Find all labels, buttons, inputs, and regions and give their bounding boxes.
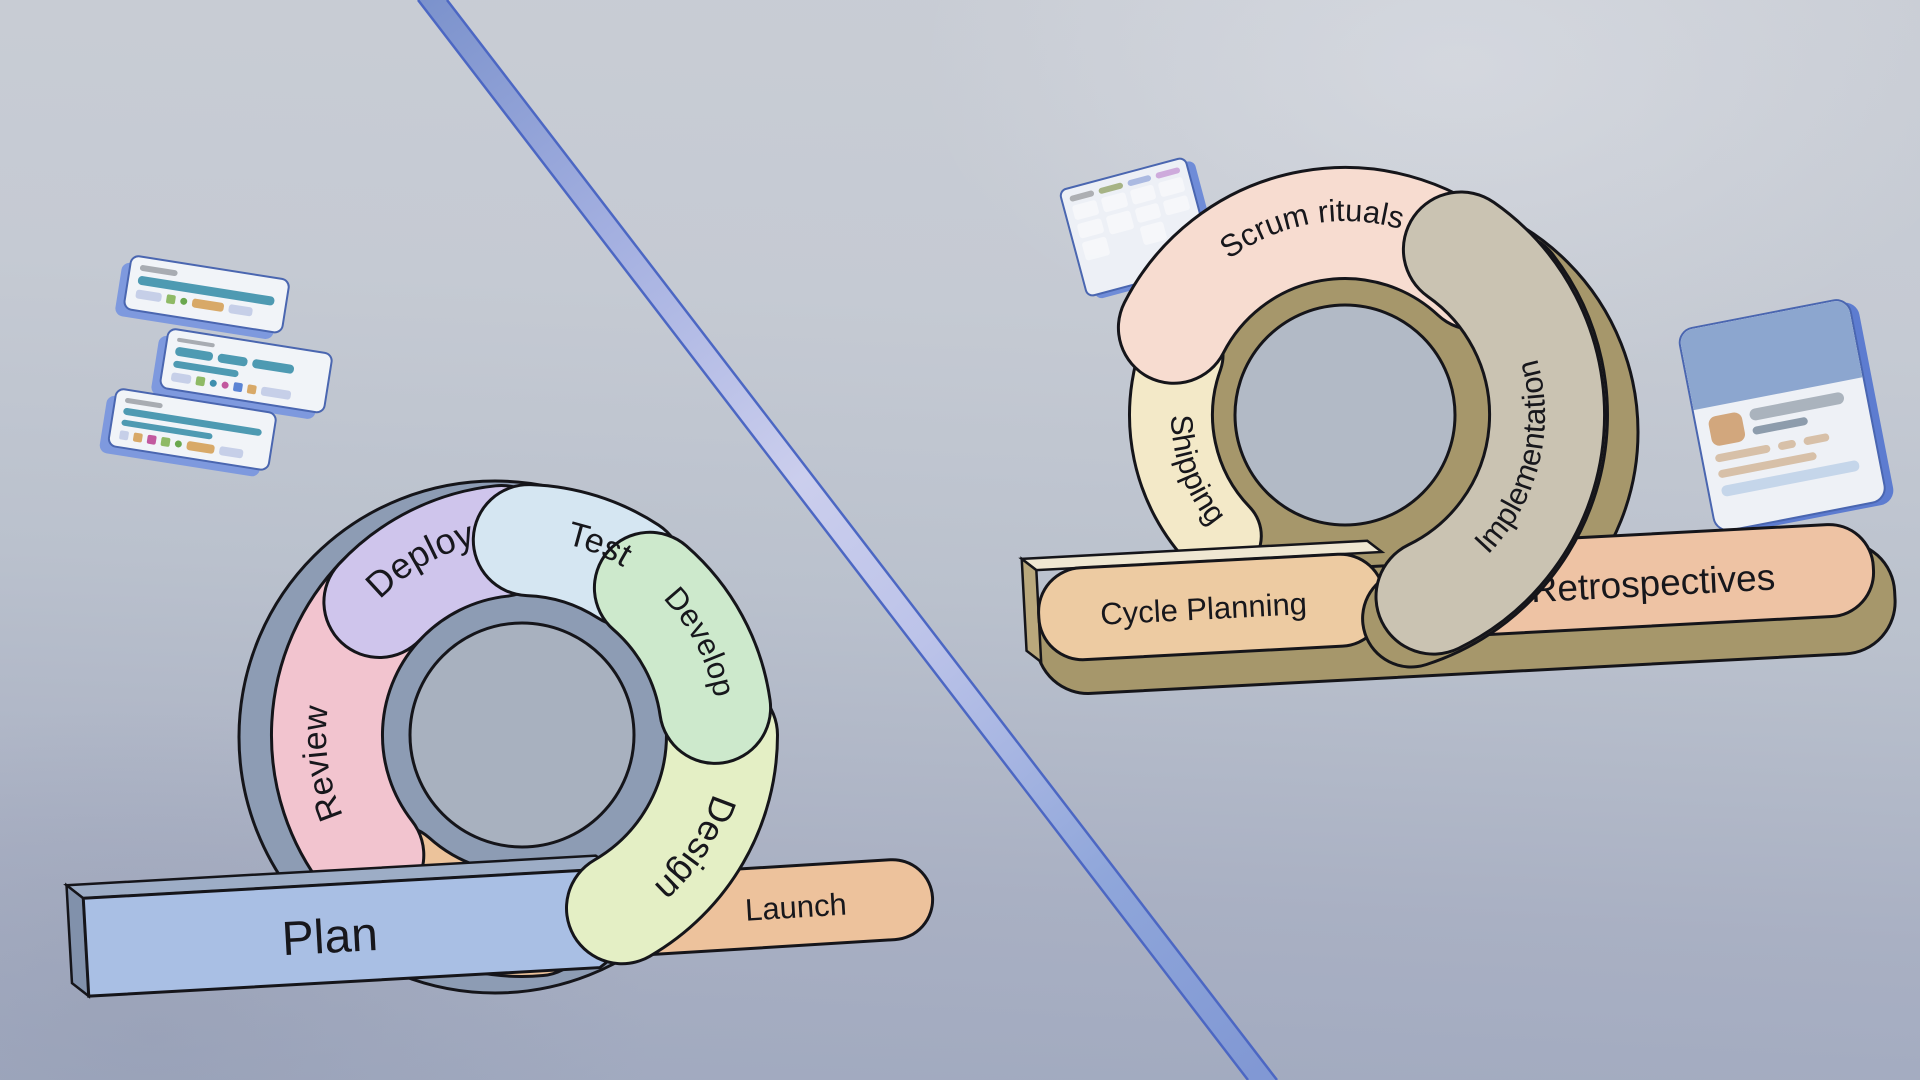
plan-label: Plan — [280, 908, 379, 966]
right-loop-diagram: Cycle Planning Retrospectives Scrum ritu… — [1018, 166, 1897, 695]
divider-edge-line — [446, 0, 1278, 1080]
segment-develop — [595, 533, 770, 762]
segment-implementation — [1377, 193, 1604, 653]
launch-label: Launch — [744, 887, 848, 928]
left-loop-diagram: Launch Plan Review Deploy Test — [63, 479, 935, 999]
left-ring-hole — [408, 621, 636, 849]
right-ring-hole — [1233, 303, 1457, 527]
cycle-bar-end-face — [1020, 556, 1043, 665]
divider-ribbon — [417, 0, 1278, 1080]
divider-edge-line — [417, 0, 1249, 1080]
